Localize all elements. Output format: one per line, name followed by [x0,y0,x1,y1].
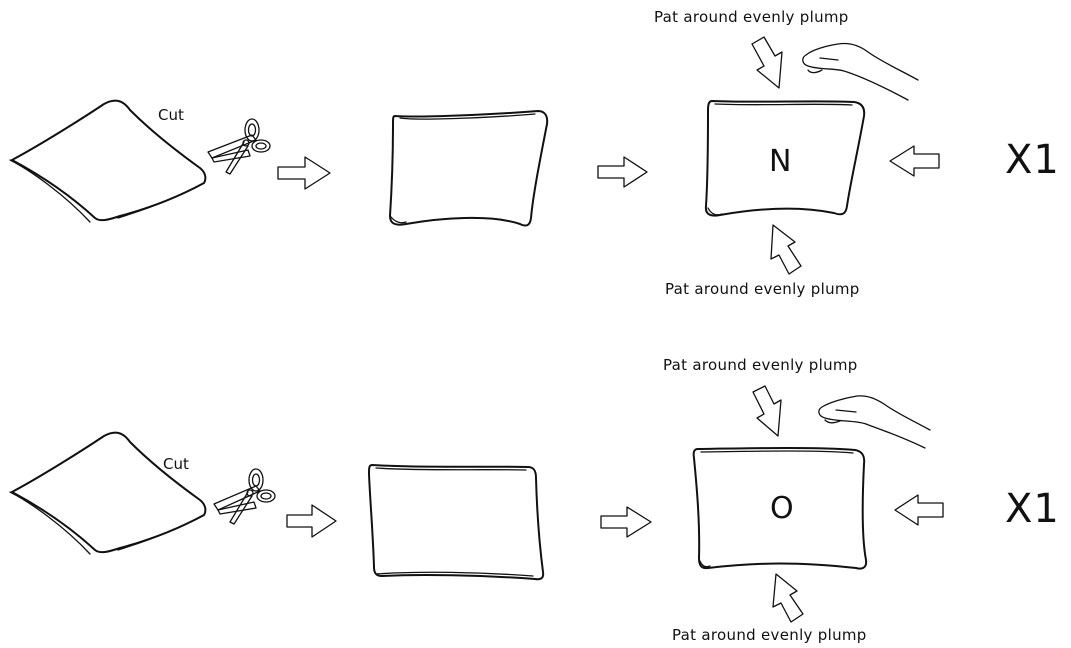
press-left-arrow-icon [894,494,944,526]
right-arrow-icon [286,504,337,538]
scissors-icon [213,468,276,525]
cut-label: Cut [163,455,189,473]
quantity-multiplier: X1 [1005,486,1060,532]
balloon-letter: O [770,491,794,526]
right-arrow-icon [277,156,331,190]
shaped-balloon-illustration [692,447,868,570]
press-left-arrow-icon [889,145,940,177]
pat-instruction-bottom: Pat around evenly plump [665,280,860,298]
cut-balloon-illustration [368,464,545,581]
pat-instruction-top: Pat around evenly plump [663,356,858,374]
pat-instruction-top: Pat around evenly plump [654,8,849,26]
step-row-art [9,36,940,275]
scissors-icon [207,118,271,175]
press-up-arrow-icon [770,224,802,275]
press-down-arrow-icon [751,36,783,89]
hand-icon [818,395,931,449]
step-row-n: Cut Pat around evenly plump Pat around e… [9,8,1060,298]
press-up-arrow-icon [772,573,804,623]
pat-instruction-bottom: Pat around evenly plump [672,626,867,644]
shaped-balloon-illustration [704,100,866,217]
balloon-letter: N [769,144,792,179]
right-arrow-icon [600,506,652,538]
step-row-art [9,385,944,623]
right-arrow-icon [597,156,648,188]
press-down-arrow-icon [752,385,782,437]
cut-label: Cut [158,106,184,124]
cut-balloon-illustration [389,110,549,227]
hand-icon [802,42,919,101]
flat-balloon-illustration [9,431,207,555]
step-row-o: Cut Pat around evenly plump Pat around e… [0,324,1071,648]
quantity-multiplier: X1 [1005,137,1060,183]
flat-balloon-illustration [9,99,207,223]
